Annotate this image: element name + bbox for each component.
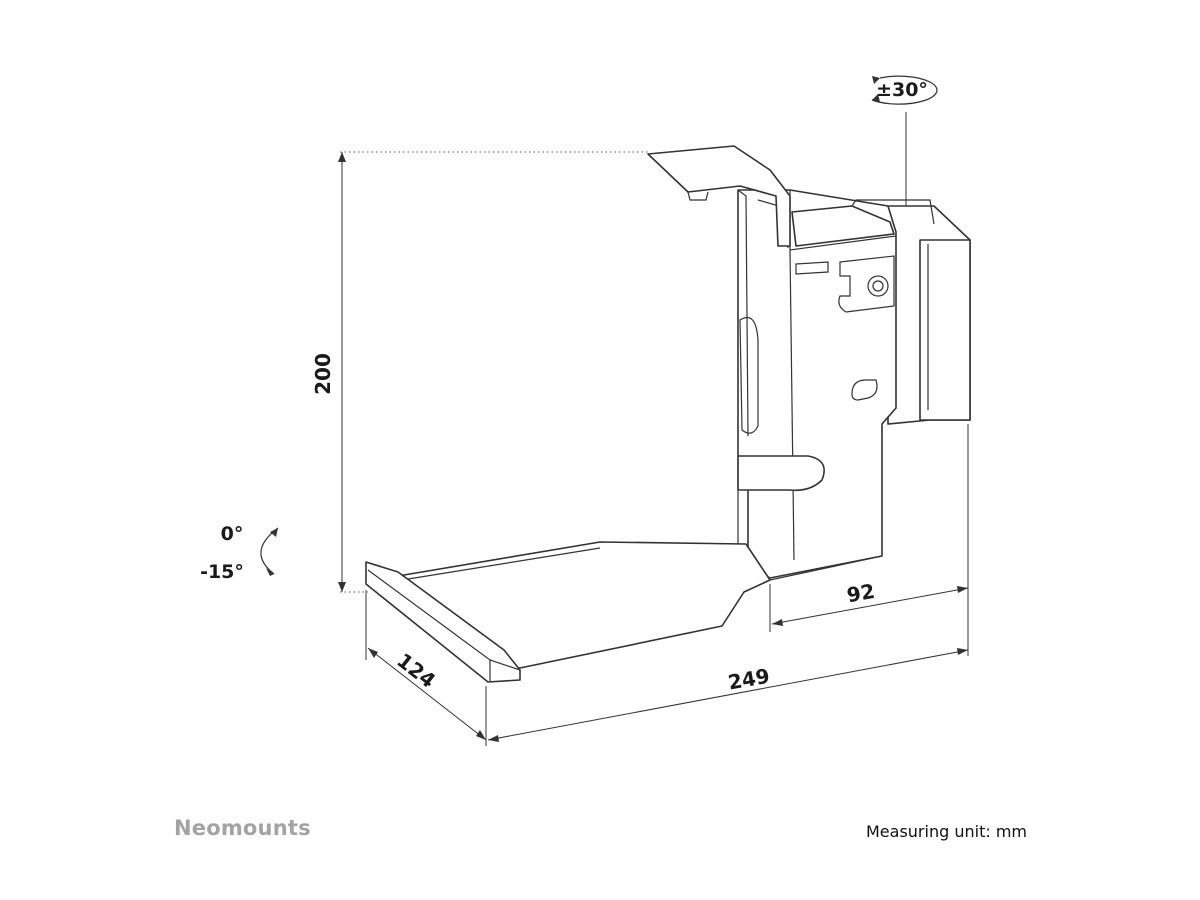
brand-logo: Neomounts bbox=[174, 816, 311, 840]
tilt-indicator: 0° -15° bbox=[200, 523, 279, 583]
unit-note: Measuring unit: mm bbox=[866, 822, 1027, 841]
depth-total-dimension: 249 bbox=[487, 424, 969, 742]
depth-total-label: 249 bbox=[726, 664, 771, 695]
tilt-down-label: -15° bbox=[200, 561, 244, 583]
height-dimension: 200 bbox=[311, 151, 650, 593]
rotation-indicator: ±30° bbox=[871, 75, 938, 214]
bracket bbox=[365, 145, 971, 683]
height-label: 200 bbox=[311, 353, 335, 395]
rotation-label: ±30° bbox=[876, 79, 928, 101]
depth-back-dimension: 92 bbox=[769, 579, 969, 632]
depth-back-label: 92 bbox=[845, 579, 877, 607]
tilt-up-label: 0° bbox=[221, 523, 244, 545]
